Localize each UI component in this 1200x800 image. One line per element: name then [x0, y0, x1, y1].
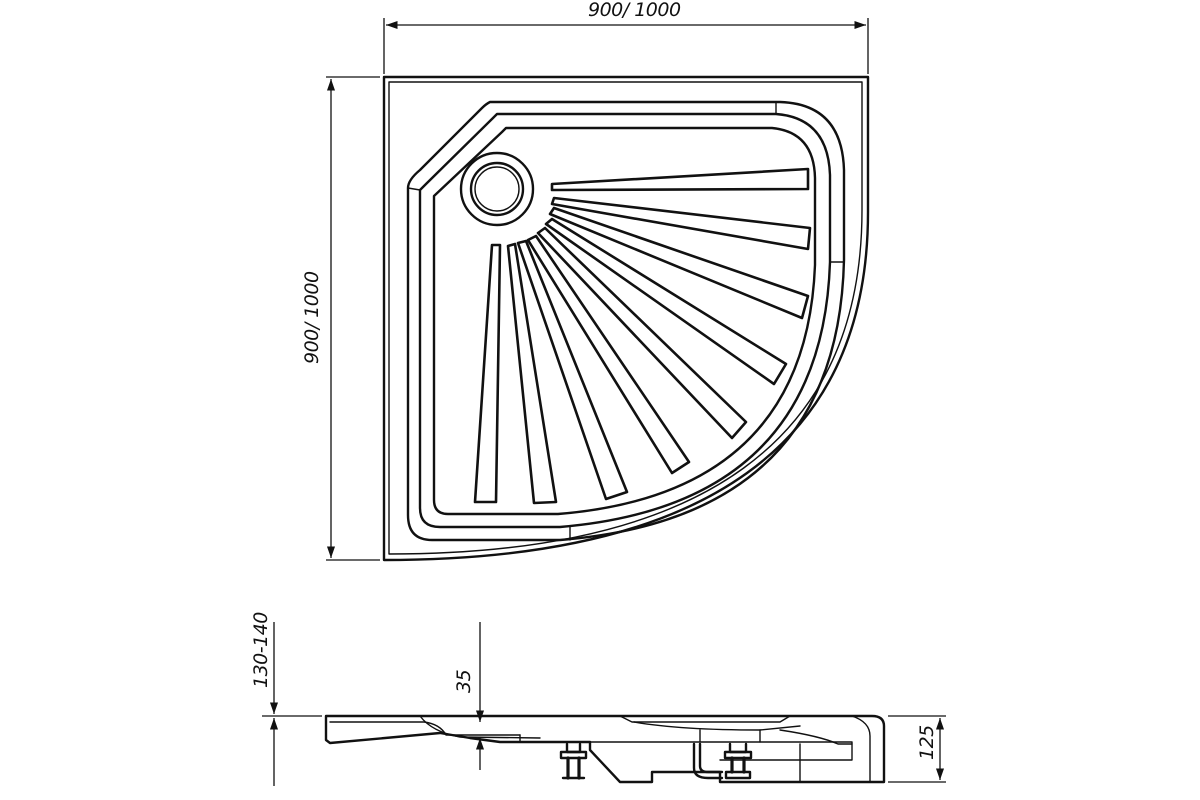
tray-side-under: [779, 729, 853, 745]
total-height-label: 130-140: [250, 612, 272, 688]
rib-7: [516, 239, 629, 501]
drainage-ribs: [473, 167, 812, 505]
rib-5: [536, 226, 748, 440]
rib-6: [526, 234, 691, 475]
tray-outer-outline: [382, 75, 870, 562]
rib-4: [544, 217, 788, 386]
rib-9: [473, 243, 502, 504]
adjustable-foot-left: [559, 742, 588, 780]
tray-side-top-line: [329, 721, 521, 736]
total-height-dimension: 130-140: [250, 612, 322, 786]
left-depth-dimension: 900/ 1000: [301, 76, 380, 561]
top-width-dimension: 900/ 1000: [383, 0, 869, 74]
tray-side-under2: [519, 729, 761, 743]
rib-1: [550, 167, 810, 192]
rib-8: [506, 242, 558, 505]
drain-icon: [459, 151, 535, 227]
tray-rim-inner: [418, 112, 832, 529]
tray-side-right-wall: [851, 715, 871, 783]
tray-rim-outer: [406, 100, 846, 542]
body-height-label: 125: [916, 725, 938, 760]
drain-siphon: [692, 742, 724, 780]
tray-side-lip: [419, 715, 541, 739]
rib-2: [550, 196, 812, 251]
tray-side-basin-floor: [633, 721, 801, 731]
tray-side-basin: [619, 715, 791, 723]
tray-side-frame: [589, 741, 853, 761]
body-height-dimension: 125: [888, 715, 946, 783]
adjustable-foot-right: [723, 742, 753, 780]
plan-view: 900/ 1000 900/ 1000: [301, 0, 870, 562]
left-depth-label: 900/ 1000: [301, 271, 323, 364]
rib-3: [548, 206, 810, 320]
tray-depth-label: 35: [453, 669, 475, 693]
tray-basin-floor: [432, 126, 817, 516]
top-width-label: 900/ 1000: [588, 0, 681, 21]
tray-outer-edge-inner-line: [388, 81, 863, 555]
tray-depth-dimension: 35: [453, 622, 485, 770]
rim-tick-4: [407, 187, 421, 191]
side-view: 130-140 35 125: [250, 612, 946, 786]
